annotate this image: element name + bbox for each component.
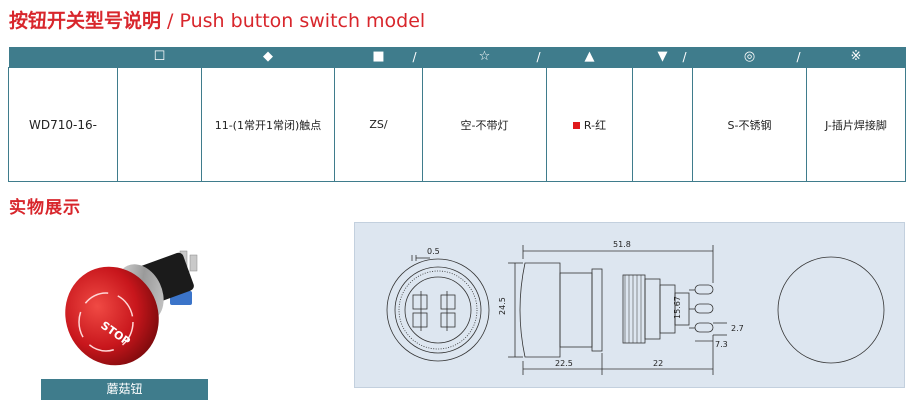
header-cell: ▲ (546, 47, 633, 68)
dim-label: 2.7 (731, 324, 744, 333)
product-photo: STOP (65, 250, 198, 366)
cell-empty (117, 67, 202, 182)
star-outline-icon: ☆ (478, 49, 491, 64)
table-row: WD710-16- 11-(1常开1常闭)触点 ZS/ 空-不带灯 R-红 S-… (8, 67, 906, 182)
page-title: 按钮开关型号说明 / Push button switch model (9, 8, 425, 34)
header-cell: ■/ (334, 47, 423, 68)
header-cell: ※ (806, 47, 906, 68)
cell-model: WD710-16- (8, 67, 118, 182)
dim-label: 22.5 (555, 359, 573, 368)
diamond-icon: ◆ (263, 49, 273, 64)
dim-label: 7.3 (715, 340, 728, 349)
header-cell (8, 47, 118, 68)
spec-table: ☐ ◆ ■/ ☆/ ▲ ▼/ ◎/ ※ WD710-16- 11-(1常开1常闭… (8, 47, 906, 182)
spec-table-header: ☐ ◆ ■/ ☆/ ▲ ▼/ ◎/ ※ (8, 47, 906, 68)
dim-label: 24.5 (498, 297, 507, 315)
square-filled-icon: ■ (372, 49, 385, 64)
header-cell: ◆ (201, 47, 335, 68)
header-cell: ☆/ (422, 47, 547, 68)
cell-terminal: J-插片焊接脚 (806, 67, 906, 182)
cell-color: R-红 (546, 67, 633, 182)
header-cell: ◎/ (692, 47, 807, 68)
cell-lamp: 空-不带灯 (422, 67, 547, 182)
side-view (508, 245, 727, 375)
color-label: R-红 (583, 118, 607, 132)
header-cell: ▼/ (632, 47, 693, 68)
front-view (386, 255, 490, 362)
title-en: / Push button switch model (161, 10, 426, 32)
cell-contact: 11-(1常开1常闭)触点 (201, 67, 335, 182)
panel-cutout (777, 256, 885, 364)
mushroom-cap (65, 266, 159, 366)
double-circle-icon: ◎ (743, 49, 756, 64)
triangle-down-icon: ▼ (657, 49, 668, 64)
product-caption: 蘑菇钮 (41, 379, 208, 400)
technical-drawing: 0.5 51.8 24.5 15.67 2.7 7.3 22.5 22 (354, 222, 905, 388)
square-outline-icon: ☐ (153, 49, 166, 64)
drawing-canvas: 0.5 51.8 24.5 15.67 2.7 7.3 22.5 22 (386, 240, 885, 375)
dim-label: 22 (653, 359, 663, 368)
dim-label: 0.5 (427, 247, 440, 256)
rotate-arrow-icon (78, 292, 134, 352)
cell-zs: ZS/ (334, 67, 423, 182)
triangle-up-icon: ▲ (584, 49, 595, 64)
reference-mark-icon: ※ (850, 49, 862, 64)
dim-label: 15.67 (673, 296, 682, 319)
title-cn: 按钮开关型号说明 (9, 10, 162, 32)
header-cell: ☐ (117, 47, 202, 68)
cell-empty (632, 67, 693, 182)
dim-label: 51.8 (613, 240, 631, 249)
cell-material: S-不锈钢 (692, 67, 807, 182)
section-title: 实物展示 (9, 198, 81, 218)
red-swatch-icon (572, 122, 580, 129)
